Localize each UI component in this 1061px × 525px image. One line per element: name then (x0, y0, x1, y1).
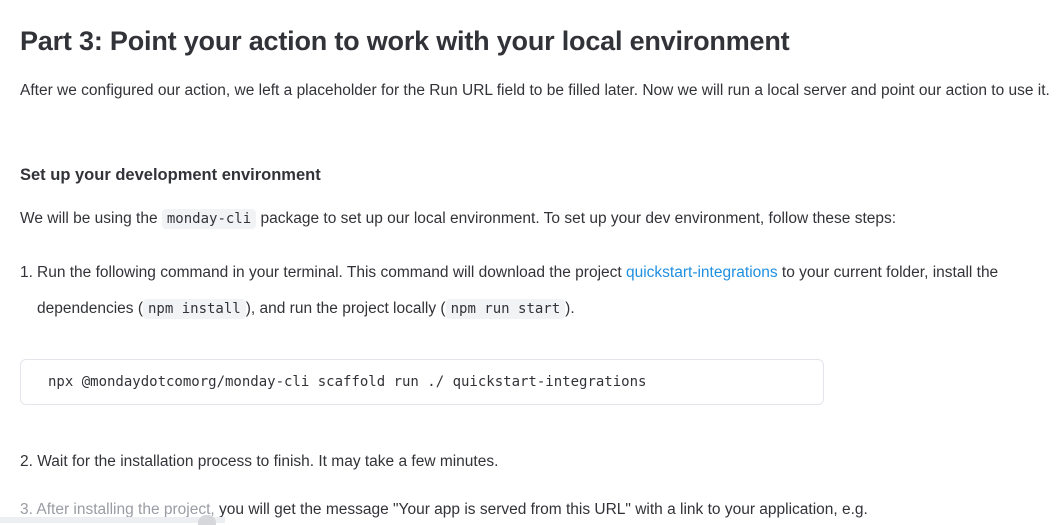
step-1: 1. Run the following command in your ter… (20, 255, 1055, 327)
intro-paragraph: After we configured our action, we left … (20, 82, 1050, 99)
step-1-number: 1. (20, 264, 33, 281)
step-1-text-b: to your current folder, install the depe… (37, 264, 999, 317)
steps-intro-before: We will be using the (20, 210, 162, 227)
command-code-block[interactable]: npx @mondaydotcomorg/monday-cli scaffold… (20, 359, 824, 405)
step-3: 3. After installing the project, you wil… (20, 499, 868, 521)
page-title: Part 3: Point your action to work with y… (20, 26, 790, 56)
steps-intro-paragraph: We will be using the monday-cli package … (20, 205, 896, 233)
section-heading: Set up your development environment (20, 166, 321, 184)
step-2: 2. Wait for the installation process to … (20, 453, 499, 470)
step-1-text-c: ), and run the project locally ( (245, 300, 446, 317)
quickstart-integrations-link[interactable]: quickstart-integrations (626, 264, 778, 281)
step-3-text: you will get the message "Your app is se… (214, 501, 868, 518)
scroll-handle[interactable] (198, 515, 216, 525)
step-1-text-d: ). (565, 300, 575, 317)
inline-code-monday-cli: monday-cli (161, 209, 257, 229)
step-3-obscured-text: 3. After installing the project, (20, 501, 215, 518)
steps-intro-after: package to set up our local environment.… (256, 210, 897, 227)
command-text[interactable]: npx @mondaydotcomorg/monday-cli scaffold… (48, 374, 647, 390)
step-1-text: Run the following command in your termin… (20, 255, 1055, 327)
inline-code-npm-install: npm install (143, 299, 246, 319)
step-1-text-a: Run the following command in your termin… (37, 264, 626, 281)
inline-code-npm-run-start: npm run start (445, 299, 566, 319)
bottom-toolbar-edge (0, 517, 225, 523)
